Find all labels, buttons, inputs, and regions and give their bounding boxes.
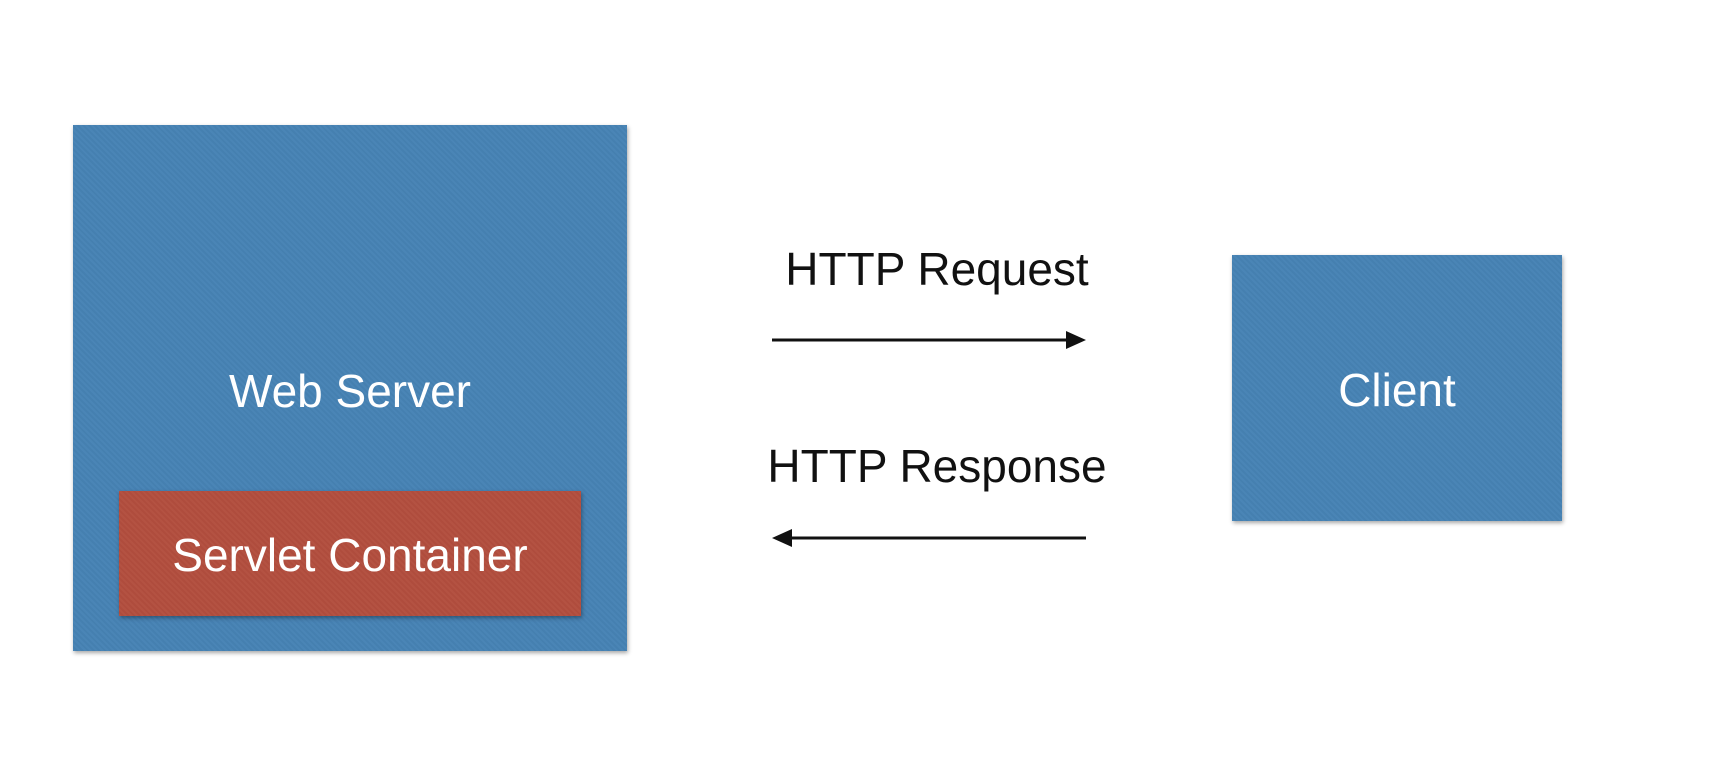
servlet-container-label: Servlet Container [172,529,528,581]
request-arrowhead-icon [1066,331,1086,349]
response-arrow [772,529,1086,547]
client-label: Client [1338,364,1456,416]
client-box [1232,255,1562,521]
servlet-container-box [119,491,581,616]
http-response-label: HTTP Response [767,440,1107,492]
web-server-label: Web Server [228,365,472,417]
response-arrowhead-icon [772,529,792,547]
http-request-label: HTTP Request [785,243,1089,295]
request-arrow [772,331,1086,349]
